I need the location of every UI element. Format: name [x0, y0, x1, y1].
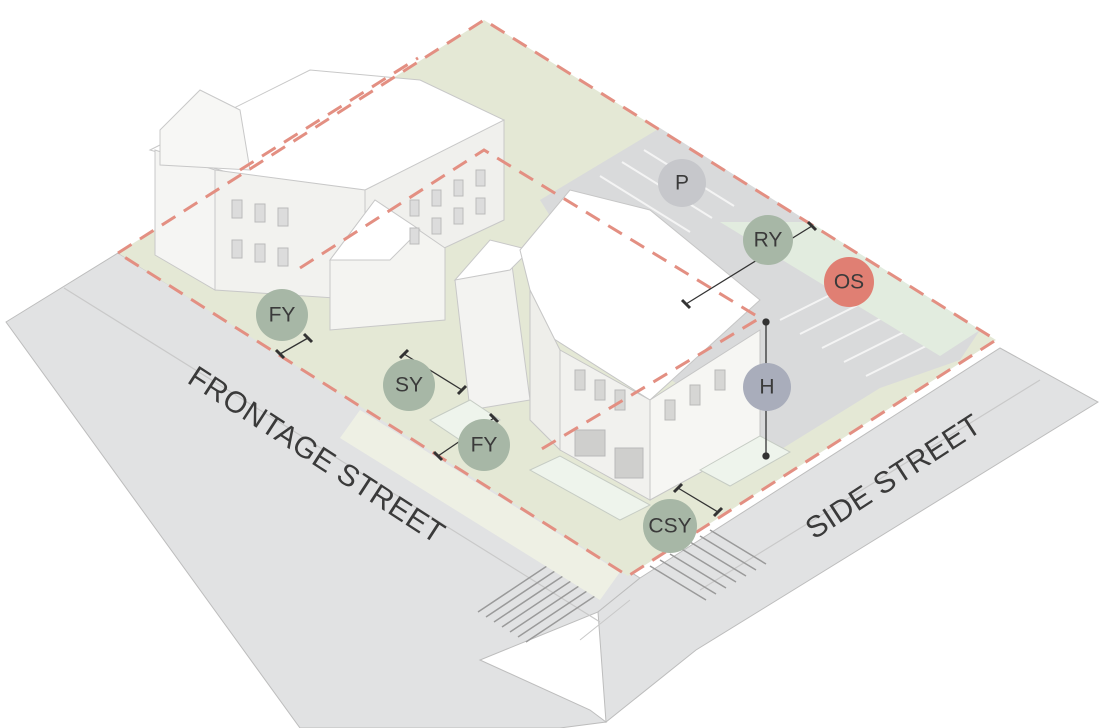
side-street-surface: [597, 347, 1099, 723]
lot-line-interior-2: [299, 148, 763, 452]
p-badge-label: P: [675, 172, 689, 195]
corner-building-left-wing: [529, 289, 561, 452]
sy-badge: SY: [383, 359, 435, 411]
csy-badge-label: CSY: [648, 515, 691, 538]
fy-badge-2: FY: [458, 419, 510, 471]
corner-building: [519, 189, 761, 501]
lot-line-interior: [239, 56, 419, 172]
os-badge: OS: [824, 257, 874, 307]
corner-building-windows: [574, 369, 726, 479]
fy-badge-2-label: FY: [471, 434, 498, 457]
window-grid: [231, 169, 486, 267]
sidewalk-planting-frontage: [340, 410, 620, 600]
h-badge: H: [743, 363, 791, 411]
crosswalk-side: [649, 529, 767, 601]
gable-house-roof: [329, 199, 421, 261]
infill-building: [453, 239, 531, 411]
ry-badge-label: RY: [754, 229, 783, 252]
fy-badge-1: FY: [256, 289, 308, 341]
sy-badge-label: SY: [395, 374, 423, 397]
fy-1-dimension: [279, 337, 309, 355]
csy-badge: CSY: [643, 499, 697, 553]
gabled-tower: [159, 89, 251, 171]
csy-dimension: [677, 487, 719, 513]
h-badge-label: H: [759, 376, 774, 399]
crosswalk-frontage: [477, 559, 605, 643]
p-badge: P: [658, 159, 706, 207]
ry-badge: RY: [743, 215, 793, 265]
fy-badge-1-label: FY: [269, 304, 296, 327]
lot-line: [115, 18, 999, 578]
planters: [429, 399, 792, 521]
os-badge-label: OS: [834, 271, 864, 294]
parking-lot: [540, 128, 980, 450]
